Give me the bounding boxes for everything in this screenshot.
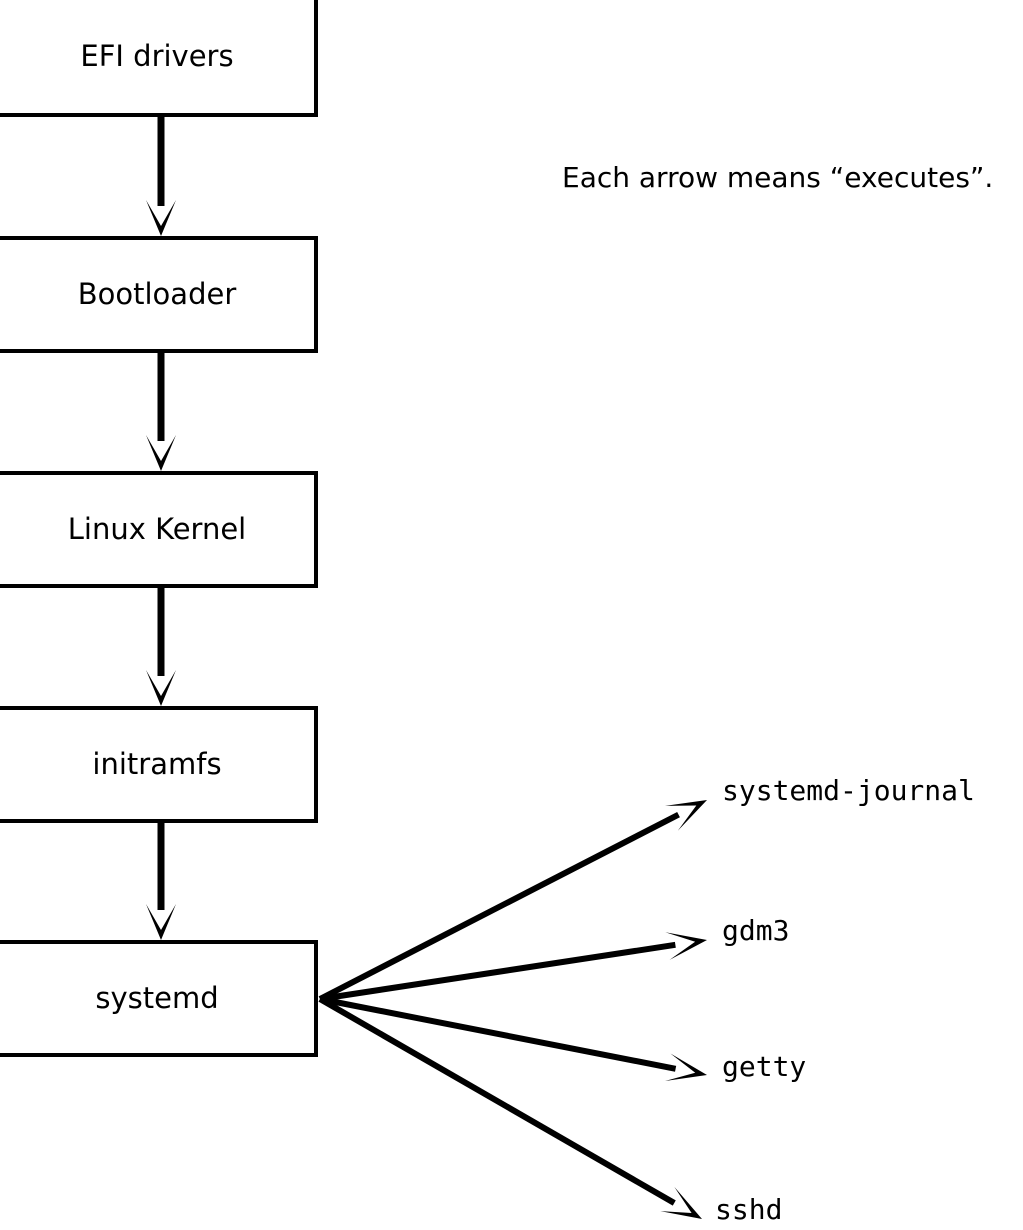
- service-label-getty: getty: [722, 1050, 807, 1083]
- node-label: Bootloader: [77, 277, 237, 311]
- chain-arrow-head: [146, 670, 176, 706]
- diagram-caption: Each arrow means “executes”.: [562, 161, 994, 194]
- node-box-initramfs[interactable]: initramfs: [0, 706, 318, 823]
- service-label-gdm3: gdm3: [722, 914, 790, 947]
- chain-arrow-head: [146, 904, 176, 940]
- fanout-arrow-shaft: [319, 996, 677, 1072]
- node-label: initramfs: [92, 747, 222, 781]
- fanout-arrow-group: [318, 800, 707, 1219]
- fanout-arrow-shaft: [318, 811, 680, 1002]
- service-label-systemd-journal: systemd-journal: [722, 774, 975, 807]
- node-label: EFI drivers: [80, 39, 234, 73]
- node-box-systemd[interactable]: systemd: [0, 940, 318, 1057]
- node-box-bootloader[interactable]: Bootloader: [0, 236, 318, 353]
- fanout-arrow-shaft: [318, 996, 676, 1206]
- chain-arrow-head: [146, 435, 176, 471]
- service-label-sshd: sshd: [715, 1193, 783, 1226]
- fanout-arrow-head: [665, 932, 707, 960]
- node-box-linux-kernel[interactable]: Linux Kernel: [0, 471, 318, 588]
- fanout-arrow-head: [665, 1053, 707, 1082]
- fanout-arrow-head: [665, 800, 707, 831]
- node-label: systemd: [95, 981, 219, 1015]
- node-box-efi-drivers[interactable]: EFI drivers: [0, 0, 318, 117]
- node-label: Linux Kernel: [67, 512, 247, 546]
- chain-arrow-group: [146, 117, 176, 940]
- fanout-arrow-shaft: [319, 941, 676, 1002]
- fanout-arrow-head: [660, 1186, 702, 1219]
- chain-arrow-head: [146, 200, 176, 236]
